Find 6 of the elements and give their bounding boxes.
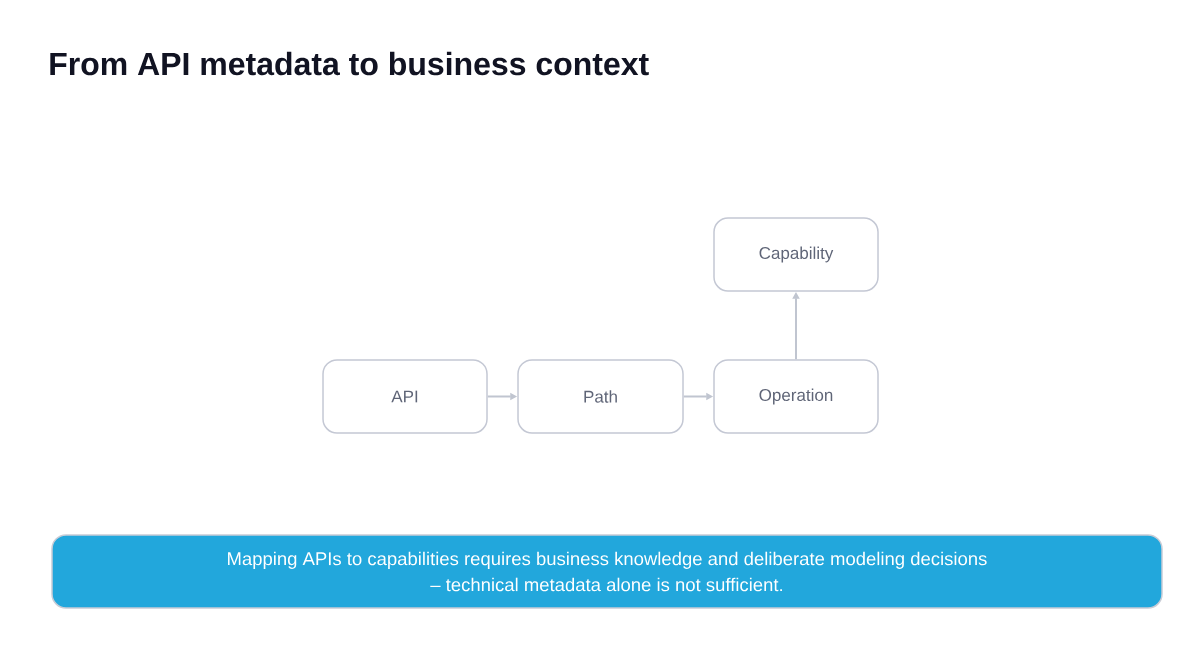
title: From API metadata to business context — [50, 51, 649, 76]
note-banner: Mapping APIs to capabilities requires business knowledge and deliberate modeling decisions – technical metadata alone is not sufficient. — [51, 534, 1163, 609]
process-box: Path — [517, 359, 684, 434]
process-box: Capability — [713, 217, 879, 292]
process-box: Operation — [713, 359, 879, 434]
process-box: API — [322, 359, 488, 434]
